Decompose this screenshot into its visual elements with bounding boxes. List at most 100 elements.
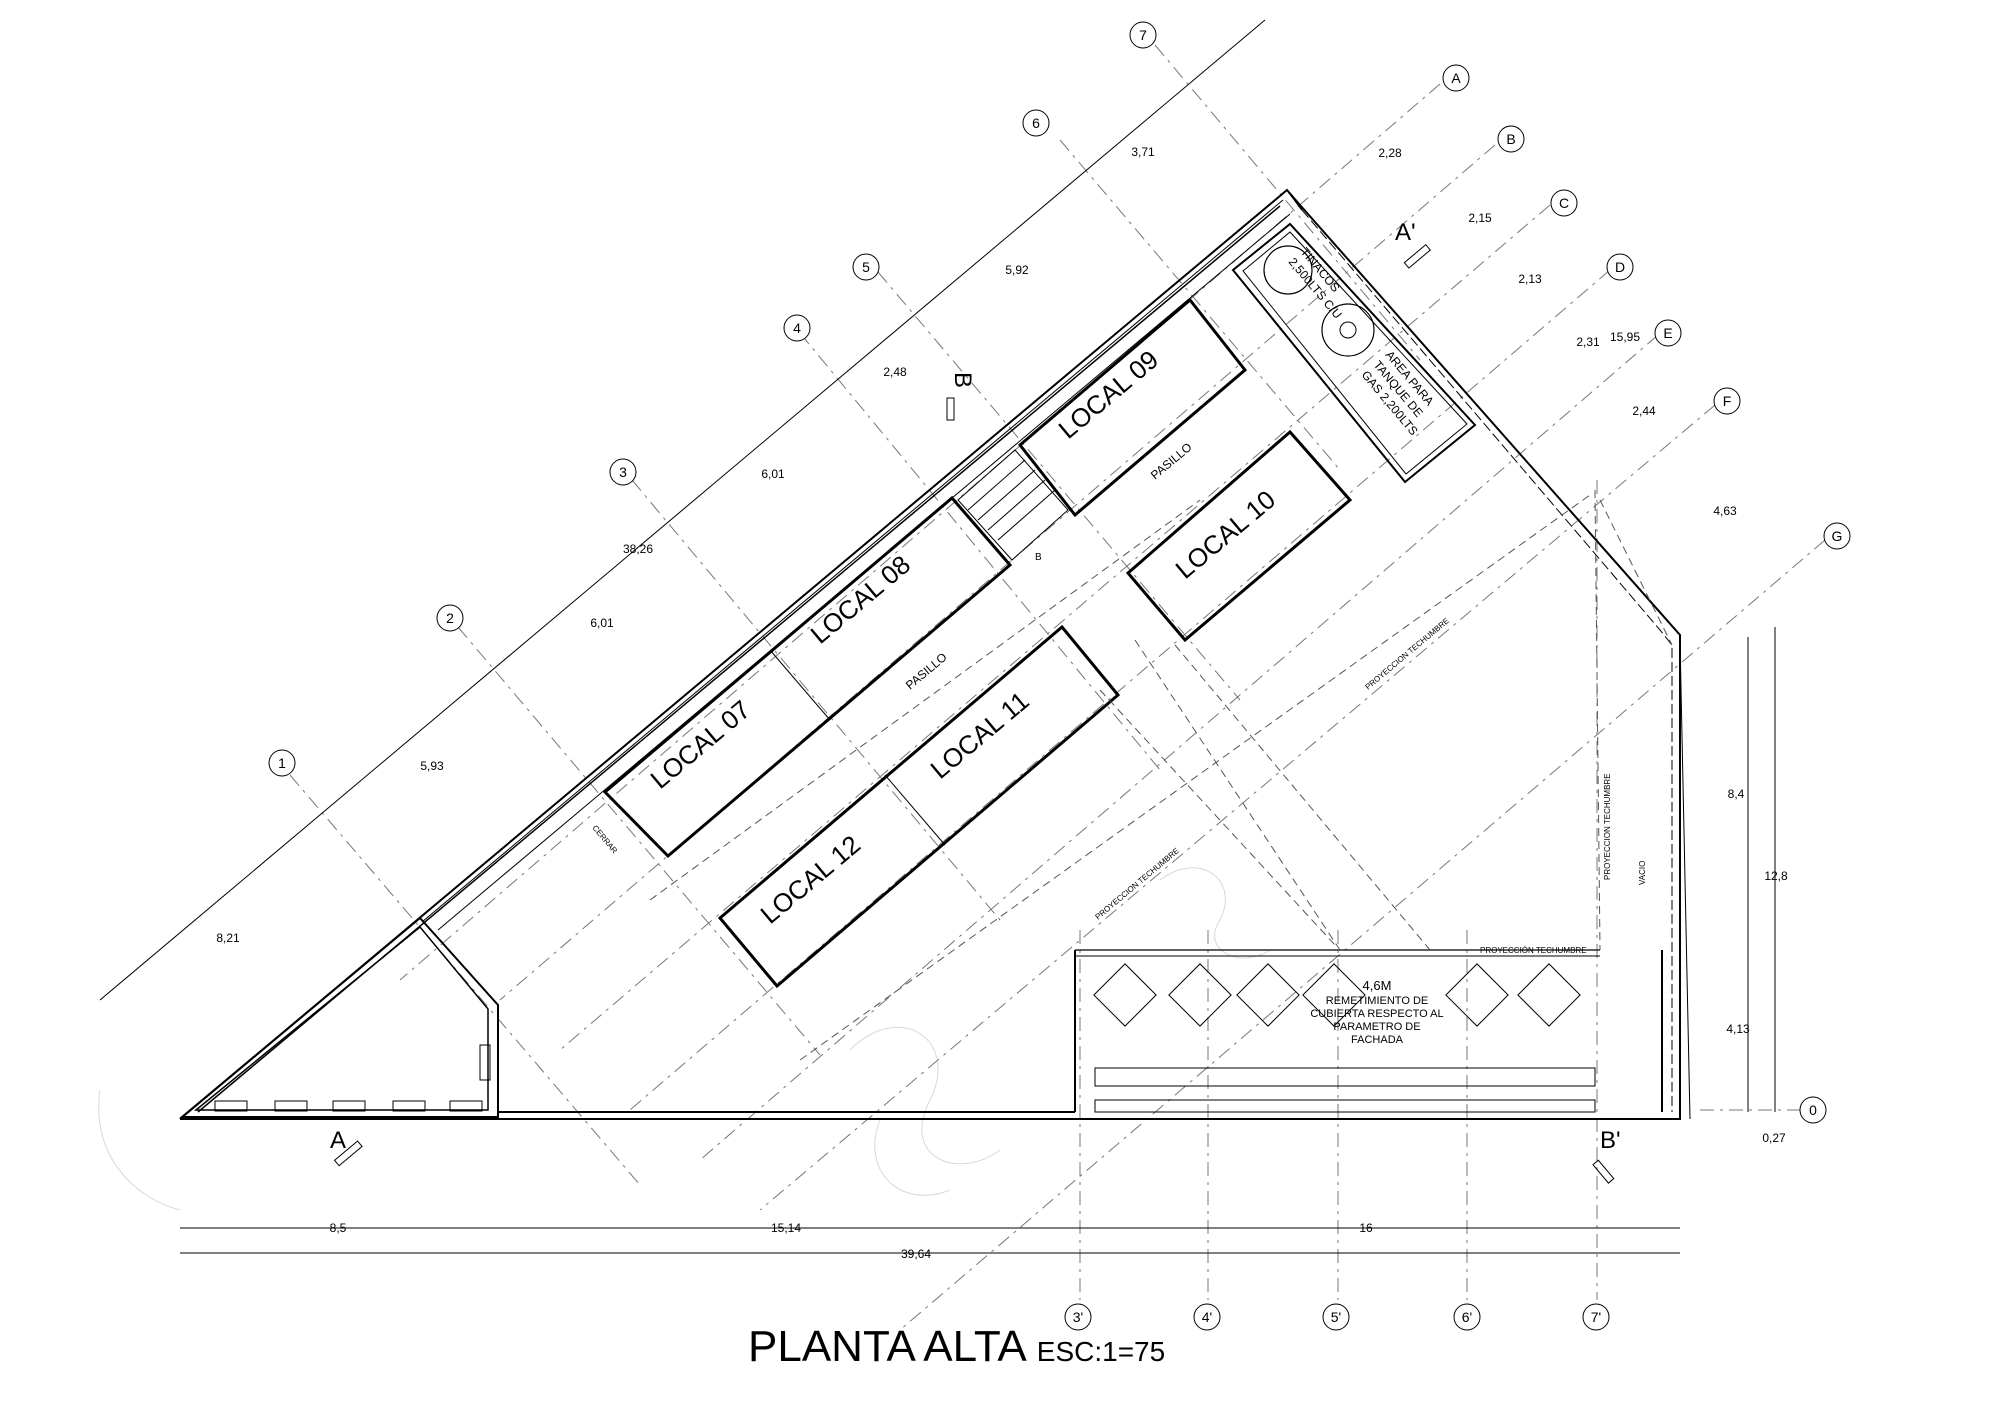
grid-bubble-c: C (1550, 189, 1578, 217)
terrace-note-line5: FACHADA (1351, 1034, 1404, 1046)
stair (957, 449, 1069, 561)
terrace-note: 4,6M REMETIMIENTO DE CUBIERTA RESPECTO A… (1310, 978, 1443, 1046)
bottom-wall (498, 949, 1663, 1113)
svg-text:2: 2 (446, 610, 454, 626)
section-mark-a-line (333, 1140, 363, 1167)
grid-bubble-7: 7 (1129, 21, 1157, 49)
proyeccion-techumbre-label-4: PROYECCIÓN TECHUMBRE (1480, 946, 1587, 955)
dim-5-92: 5,92 (1005, 263, 1029, 277)
triangle-room (179, 916, 499, 1118)
dim-4-63: 4,63 (1713, 504, 1737, 518)
vacio-label: VACIO (1638, 861, 1647, 885)
drawing-title: PLANTA ALTA ESC:1=75 (748, 1322, 1165, 1372)
dim-15-14: 15,14 (771, 1221, 801, 1235)
svg-text:1: 1 (278, 755, 286, 771)
svg-text:C: C (1559, 195, 1569, 211)
terrace-note-line4: PARAMETRO DE (1333, 1021, 1420, 1033)
grid-bubble-5-prime: 5' (1322, 1303, 1350, 1331)
svg-text:7: 7 (1139, 27, 1147, 43)
local-09-room (1017, 297, 1248, 518)
svg-text:B: B (1506, 131, 1515, 147)
svg-text:3: 3 (619, 464, 627, 480)
svg-text:6: 6 (1032, 115, 1040, 131)
grid-bubble-g: G (1823, 522, 1851, 550)
cerrar-label: CERRAR (590, 824, 619, 856)
proyeccion-techumbre-label-2: PROYECCION TECHUMBRE (1364, 616, 1451, 691)
proyeccion-techumbre-label-3: PROYECCION TECHUMBRE (1603, 773, 1612, 880)
local-12-label: LOCAL 12 (755, 829, 867, 929)
svg-text:0: 0 (1809, 1102, 1817, 1118)
terrace-note-line1: 4,6M (1363, 978, 1392, 993)
grid-axes-primes (1079, 480, 1805, 1300)
local-10-room (1125, 429, 1353, 643)
dim-2-48: 2,48 (883, 365, 907, 379)
local-11-12-room (717, 624, 1121, 989)
stair-label: B (1035, 552, 1042, 563)
grid-bubble-b: B (1497, 125, 1525, 153)
terrace-note-line3: CUBIERTA RESPECTO AL (1310, 1008, 1443, 1020)
grid-axes-letters (399, 83, 1826, 1331)
section-mark-a-prime-line (1403, 243, 1432, 269)
grid-bubble-3: 3 (609, 458, 637, 486)
svg-text:5: 5 (862, 259, 870, 275)
local-08-label: LOCAL 08 (805, 549, 917, 649)
dim-15-95: 15,95 (1610, 330, 1640, 344)
grid-bubbles-primes: 3' 4' 5' 6' 7' 0 (1064, 1096, 1827, 1331)
svg-text:E: E (1663, 325, 1672, 341)
svg-text:5': 5' (1331, 1309, 1341, 1325)
svg-text:A: A (1451, 70, 1461, 86)
section-mark-a-prime: A' (1395, 219, 1416, 246)
grid-bubble-7-prime: 7' (1582, 1303, 1610, 1331)
dim-3-71: 3,71 (1131, 145, 1155, 159)
terrace-note-line2: REMETIMIENTO DE (1326, 995, 1428, 1007)
dim-2-31: 2,31 (1576, 335, 1600, 349)
section-mark-b-prime: B' (1600, 1127, 1621, 1154)
tank-area (1231, 222, 1477, 484)
svg-text:6': 6' (1462, 1309, 1472, 1325)
dim-5-93: 5,93 (420, 759, 444, 773)
grid-bubble-a: A (1442, 64, 1470, 92)
local-07-08-room (602, 495, 1013, 859)
grid-bubble-4: 4 (783, 314, 811, 342)
local-11-label: LOCAL 11 (925, 685, 1035, 784)
grid-bubble-3-prime: 3' (1064, 1303, 1092, 1331)
dimension-texts: 8,21 5,93 6,01 38,26 6,01 2,48 5,92 3,71… (216, 145, 1788, 1261)
section-mark-b-prime-line (1592, 1159, 1615, 1184)
svg-text:D: D (1615, 259, 1625, 275)
dim-0-27: 0,27 (1762, 1131, 1786, 1145)
dim-8-21: 8,21 (216, 931, 240, 945)
dim-38-26: 38,26 (623, 542, 653, 556)
grid-bubble-f: F (1713, 387, 1741, 415)
section-marks: A A' B B' (330, 219, 1621, 1184)
svg-text:F: F (1723, 393, 1732, 409)
grid-bubble-6-prime: 6' (1453, 1303, 1481, 1331)
dim-2-13: 2,13 (1518, 272, 1542, 286)
local-rooms (602, 297, 1353, 989)
svg-text:G: G (1832, 528, 1843, 544)
section-mark-b-line (946, 397, 955, 421)
grid-bubble-1: 1 (268, 749, 296, 777)
svg-text:7': 7' (1591, 1309, 1601, 1325)
dim-4-13: 4,13 (1726, 1022, 1750, 1036)
proyeccion-techumbre-label-1: PROYECCION TECHUMBRE (1094, 846, 1181, 921)
projection-lines (649, 489, 1673, 1061)
section-mark-a: A (330, 1127, 346, 1154)
grid-bubble-6: 6 (1022, 109, 1050, 137)
svg-text:4: 4 (793, 320, 801, 336)
grid-bubbles-numbers: 1 2 3 4 5 6 7 (268, 21, 1157, 777)
dim-2-28: 2,28 (1378, 146, 1402, 160)
grid-bubbles-letters: A B C D E F G (1442, 64, 1851, 550)
local-10-label: LOCAL 10 (1170, 484, 1282, 584)
grid-bubble-e: E (1654, 319, 1682, 347)
dim-39-64: 39,64 (901, 1247, 931, 1261)
grid-bubble-4-prime: 4' (1193, 1303, 1221, 1331)
building-outline (179, 188, 1691, 1120)
corridor-label-1: PASILLO (903, 650, 950, 692)
local-09-label: LOCAL 09 (1053, 344, 1165, 444)
title-scale: ESC:1=75 (1036, 1336, 1166, 1367)
dim-12-8: 12,8 (1764, 869, 1788, 883)
title-main: PLANTA ALTA (748, 1322, 1027, 1371)
room-labels: LOCAL 07 LOCAL 08 LOCAL 09 LOCAL 10 LOCA… (645, 344, 1282, 929)
svg-text:3': 3' (1073, 1309, 1083, 1325)
dim-16: 16 (1359, 1221, 1373, 1235)
